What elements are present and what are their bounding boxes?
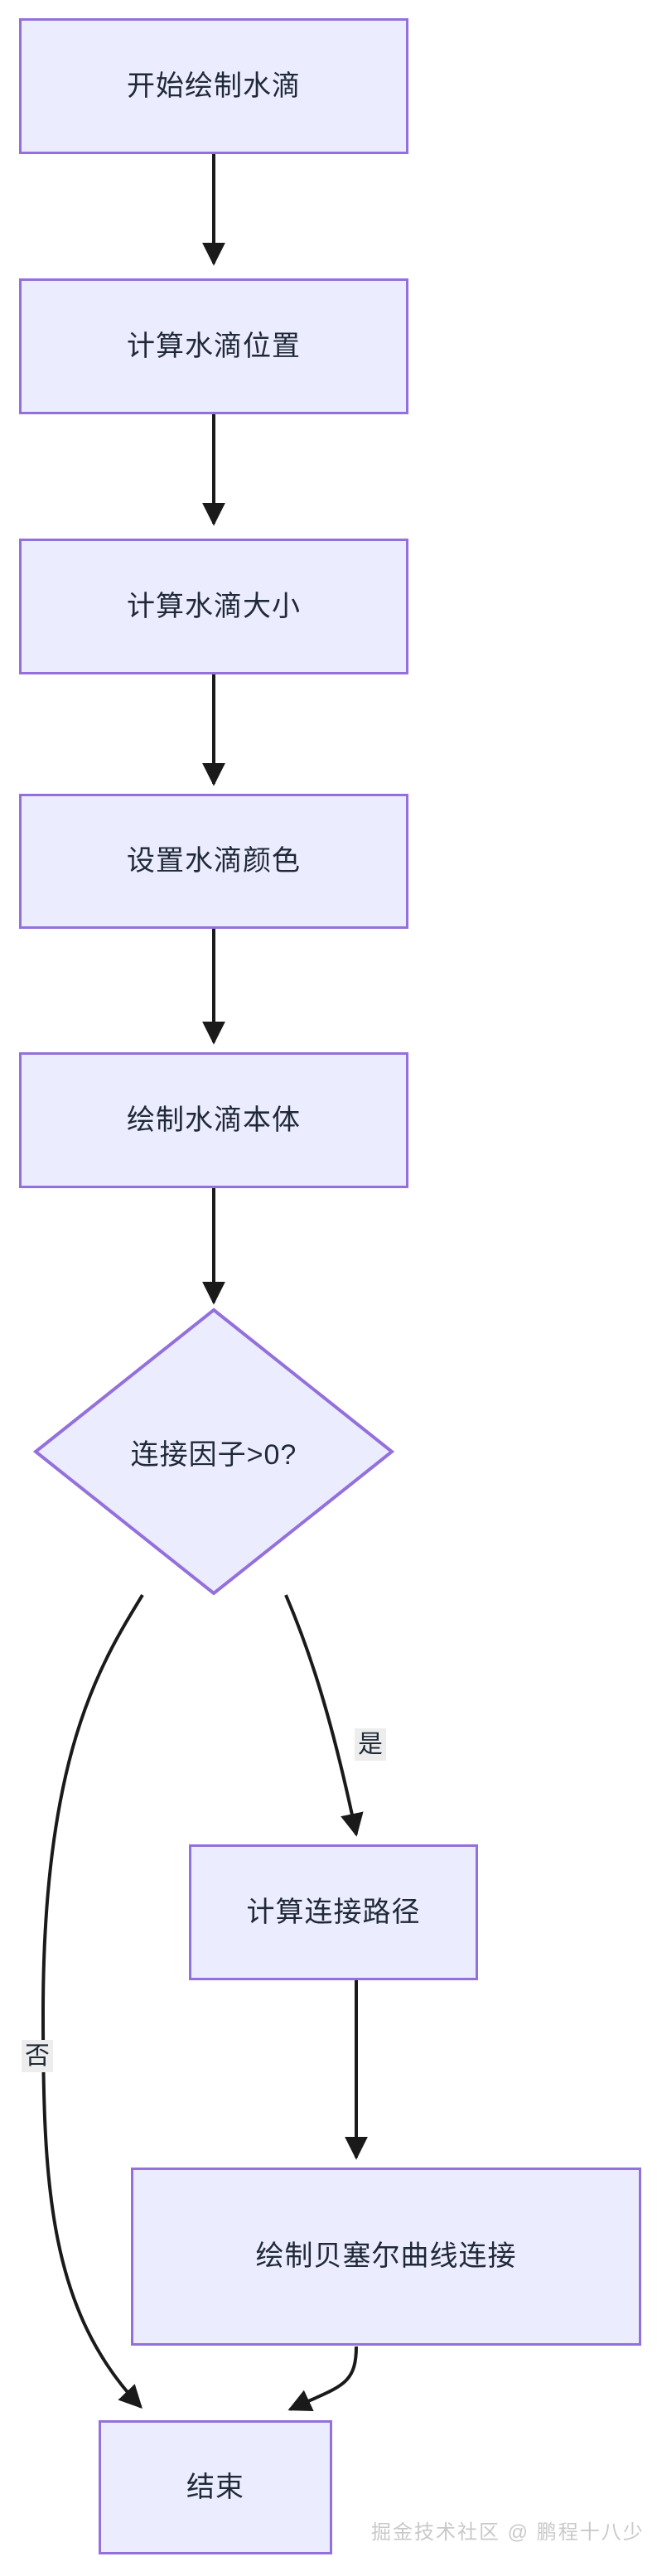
node-start[interactable]: 开始绘制水滴 xyxy=(19,18,408,154)
node-draw-bezier-label: 绘制贝塞尔曲线连接 xyxy=(255,2240,517,2273)
edge-decision-to-end xyxy=(41,1593,144,2409)
node-start-label: 开始绘制水滴 xyxy=(127,70,301,102)
node-end-label: 结束 xyxy=(186,2471,244,2503)
node-set-color[interactable]: 设置水滴颜色 xyxy=(19,794,408,929)
node-draw-bezier[interactable]: 绘制贝塞尔曲线连接 xyxy=(131,2168,641,2346)
node-decision-label: 连接因子>0? xyxy=(130,1438,297,1471)
node-set-color-label: 设置水滴颜色 xyxy=(127,845,301,877)
edge-decision-to-path xyxy=(284,1594,364,1837)
node-calculate-size[interactable]: 计算水滴大小 xyxy=(19,539,408,674)
edge-bezier-to-end xyxy=(287,2346,358,2412)
edge-label-yes: 是 xyxy=(355,1728,386,1761)
node-calculate-connection-path[interactable]: 计算连接路径 xyxy=(189,1844,478,1980)
watermark: 掘金技术社区 @ 鹏程十八少 xyxy=(371,2521,645,2544)
node-calculate-connection-path-label: 计算连接路径 xyxy=(246,1896,421,1928)
node-calculate-position-label: 计算水滴位置 xyxy=(127,330,301,362)
node-decision[interactable]: 连接因子>0? xyxy=(33,1307,394,1596)
edge-label-no: 否 xyxy=(22,2040,53,2072)
node-draw-body-label: 绘制水滴本体 xyxy=(127,1104,301,1136)
diamond-shape xyxy=(33,1307,394,1596)
node-draw-body[interactable]: 绘制水滴本体 xyxy=(19,1052,408,1188)
node-end[interactable]: 结束 xyxy=(99,2420,332,2554)
node-calculate-position[interactable]: 计算水滴位置 xyxy=(19,278,408,414)
node-calculate-size-label: 计算水滴大小 xyxy=(127,590,301,622)
